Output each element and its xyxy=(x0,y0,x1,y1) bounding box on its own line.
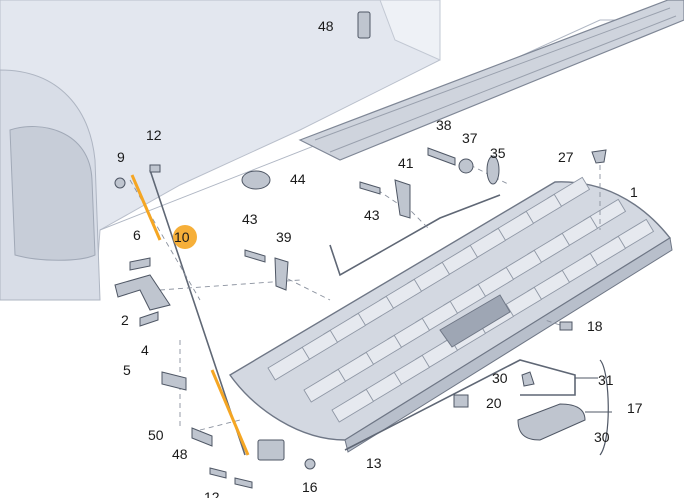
callout-39: 39 xyxy=(276,229,292,245)
callout-37: 37 xyxy=(462,130,478,146)
callout-17: 17 xyxy=(627,400,643,416)
callout-4: 4 xyxy=(141,342,149,358)
floor-panel xyxy=(228,176,673,453)
callout-12-bottom: 12 xyxy=(204,489,220,498)
callout-12: 12 xyxy=(146,127,162,143)
callout-41: 41 xyxy=(398,155,414,171)
callout-43-left: 43 xyxy=(242,211,258,227)
release-rod-highlighted xyxy=(130,174,250,456)
callout-31: 31 xyxy=(598,372,614,388)
callout-2: 2 xyxy=(121,312,129,328)
callout-48-top: 48 xyxy=(318,18,334,34)
callout-27: 27 xyxy=(558,149,574,165)
callout-9: 9 xyxy=(117,149,125,165)
sill-trim-strip xyxy=(298,0,684,161)
callout-13: 13 xyxy=(366,455,382,471)
callout-50: 50 xyxy=(148,427,164,443)
vehicle-body xyxy=(0,0,620,301)
callout-35: 35 xyxy=(490,145,506,161)
callout-43-mid: 43 xyxy=(364,207,380,223)
callout-30-a: 30 xyxy=(492,370,508,386)
callout-18: 18 xyxy=(587,318,603,334)
fasteners xyxy=(114,11,607,489)
callout-1: 1 xyxy=(630,184,638,200)
callout-30-b: 30 xyxy=(594,429,610,445)
group-bracket-17 xyxy=(599,359,609,456)
callout-6: 6 xyxy=(133,227,141,243)
callout-10: 10 xyxy=(174,229,190,245)
callout-5: 5 xyxy=(123,362,131,378)
callout-38: 38 xyxy=(436,117,452,133)
callout-16: 16 xyxy=(302,479,318,495)
callout-20: 20 xyxy=(486,395,502,411)
callout-44: 44 xyxy=(290,171,306,187)
callout-48-bot: 48 xyxy=(172,446,188,462)
